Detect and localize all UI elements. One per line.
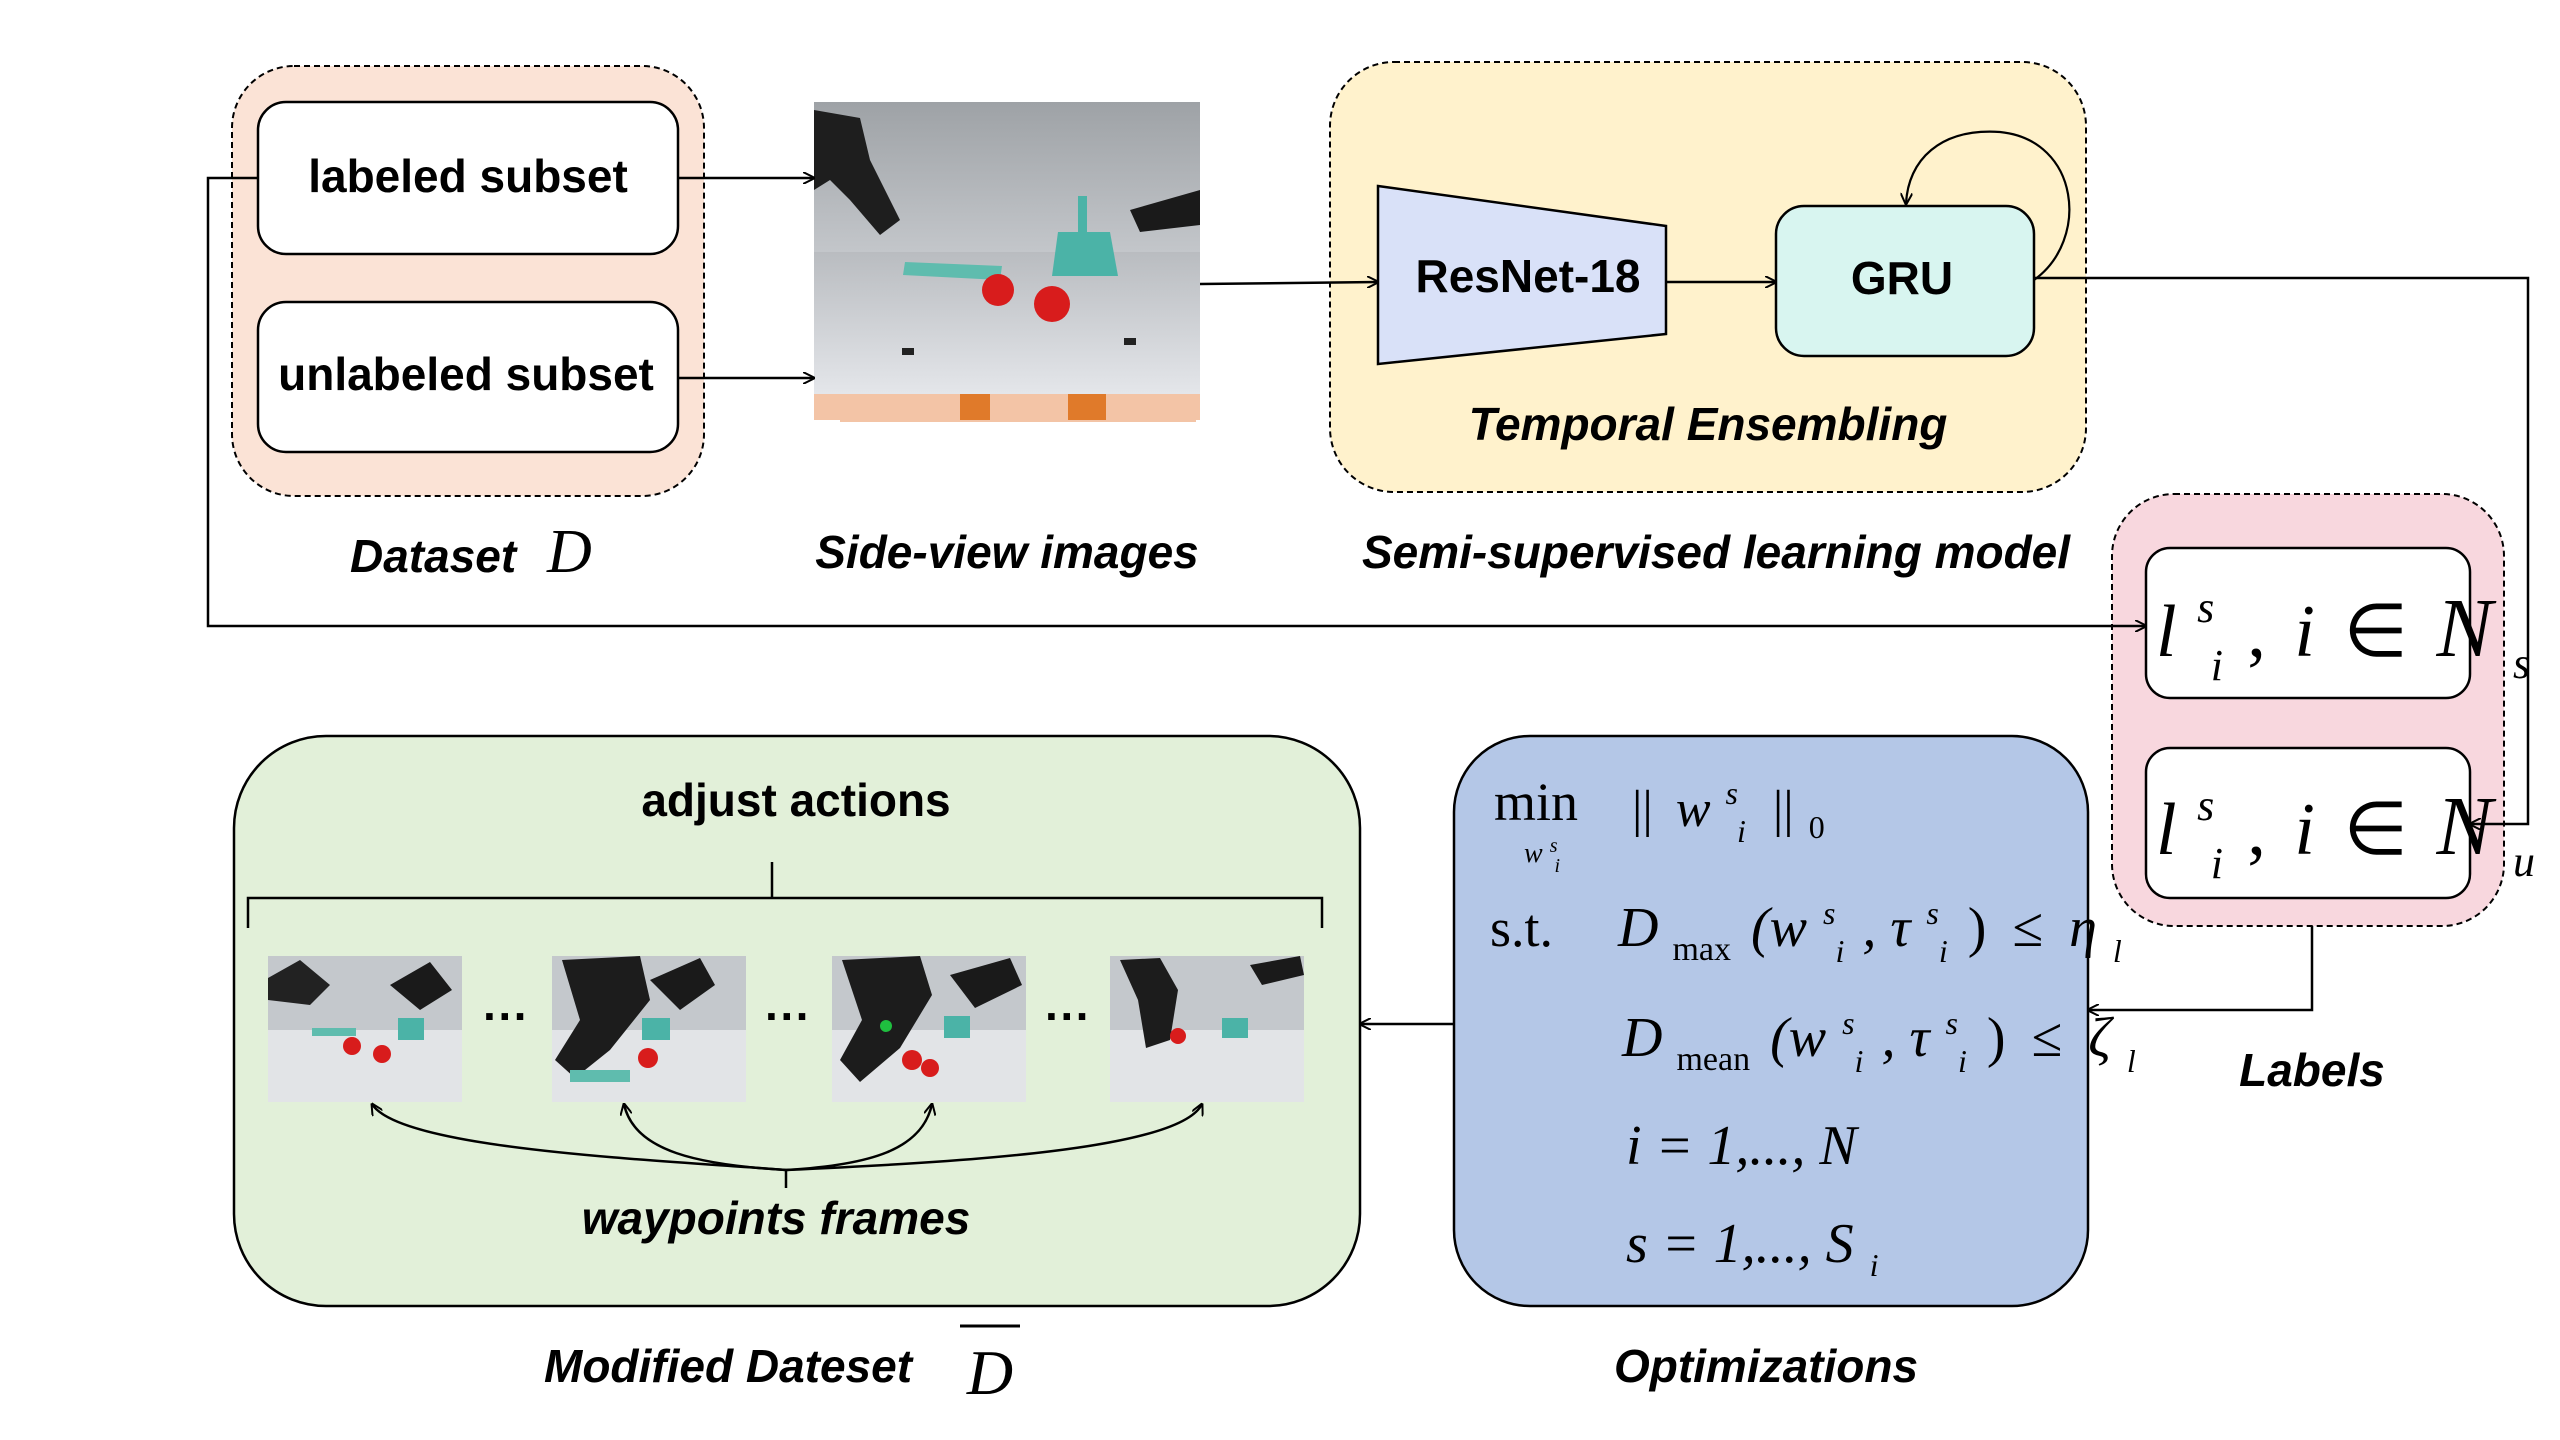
trash-item bbox=[982, 274, 1014, 306]
arrow-gru-to-unsupervised-labels bbox=[2034, 276, 2530, 824]
opt-min-sub: w s i bbox=[1524, 828, 1564, 877]
brush bbox=[903, 262, 1002, 280]
modified-caption: Modified Dateset bbox=[544, 1340, 914, 1392]
opt-st: s.t. bbox=[1490, 898, 1553, 958]
ellipsis-2: ··· bbox=[765, 990, 811, 1042]
labels-group: l s i , i ∈ N s l s i , i ∈ N u Labels bbox=[2111, 493, 2535, 1096]
opt-i-range: i = 1,..., N bbox=[1626, 1115, 1859, 1177]
waypoint-frame-3 bbox=[832, 956, 1026, 1102]
resnet-label: ResNet-18 bbox=[1416, 250, 1641, 302]
dataset-caption: Dataset D bbox=[350, 518, 592, 586]
waypoint-frame-4 bbox=[1110, 956, 1304, 1102]
modified-symbol: D bbox=[966, 1337, 1013, 1408]
table-leg bbox=[1068, 394, 1106, 420]
temporal-ensembling-label: Temporal Ensembling bbox=[1469, 398, 1948, 450]
side-view-caption: Side-view images bbox=[815, 526, 1199, 578]
gru-label: GRU bbox=[1851, 252, 1953, 304]
resnet-trapezoid bbox=[1376, 184, 1668, 366]
arrow-images-to-resnet bbox=[1199, 282, 1378, 284]
dustpan-handle bbox=[1078, 196, 1087, 234]
opt-s-range: s = 1,..., S i bbox=[1626, 1213, 1878, 1283]
dataset-group: labeled subset unlabeled subset Dataset … bbox=[231, 65, 705, 586]
waypoint-frame-2 bbox=[552, 956, 746, 1102]
optimization-container bbox=[1452, 734, 2090, 1308]
robot-gripper bbox=[1130, 190, 1200, 232]
unlabeled-subset-label: unlabeled subset bbox=[278, 348, 654, 400]
ellipsis-3: ··· bbox=[1045, 990, 1091, 1042]
connectors bbox=[206, 176, 2530, 1024]
waypoint-arrow bbox=[785, 1104, 1202, 1172]
opt-constraint-max: D max (w s i , τ s i ) ≤ η l bbox=[1617, 875, 2122, 975]
ssl-caption: Semi-supervised learning model bbox=[1362, 526, 2071, 578]
dataset-symbol: D bbox=[546, 518, 592, 586]
trash-item bbox=[1034, 286, 1070, 322]
labeled-subset-label: labeled subset bbox=[308, 150, 628, 202]
table-leg bbox=[960, 394, 990, 420]
arrow-dataset-to-supervised-labels bbox=[206, 176, 2146, 626]
side-view-images: Side-view images bbox=[813, 101, 1200, 578]
label-unsupervised-formula: l s i , i ∈ N u bbox=[2156, 755, 2535, 895]
ellipsis-1: ··· bbox=[483, 990, 529, 1042]
labels-caption: Labels bbox=[2239, 1044, 2385, 1096]
adjust-bracket bbox=[246, 862, 1324, 928]
waypoint-frame-1 bbox=[268, 956, 462, 1102]
opt-constraint-mean: D mean (w s i , τ s i ) ≤ ζ l bbox=[1621, 985, 2136, 1085]
waypoint-arrow bbox=[372, 1104, 787, 1172]
waypoints-label: waypoints frames bbox=[582, 1192, 971, 1244]
opt-min: min bbox=[1494, 772, 1578, 832]
dustpan bbox=[1052, 232, 1118, 276]
arrow-labels-to-optimization bbox=[2088, 926, 2314, 1010]
optimization-group: min w s i || w s i || 0 s.t. D max (w s … bbox=[1452, 734, 2136, 1392]
gru-recurrent-loop bbox=[1906, 130, 2071, 281]
waypoint-arrow bbox=[624, 1104, 787, 1172]
ssl-container bbox=[1329, 61, 2087, 493]
opt-objective: || w s i || 0 bbox=[1632, 759, 1825, 854]
ssl-group: ResNet-18 GRU Temporal Ensembling Semi-s… bbox=[1329, 61, 2087, 578]
front-frame bbox=[814, 102, 1200, 420]
adjust-actions-label: adjust actions bbox=[641, 774, 950, 826]
modified-group: adjust actions ··· ··· bbox=[232, 734, 1362, 1408]
label-supervised-formula: l s i , i ∈ N s bbox=[2156, 557, 2530, 697]
robot-arm bbox=[814, 110, 900, 235]
optimization-caption: Optimizations bbox=[1614, 1340, 1918, 1392]
